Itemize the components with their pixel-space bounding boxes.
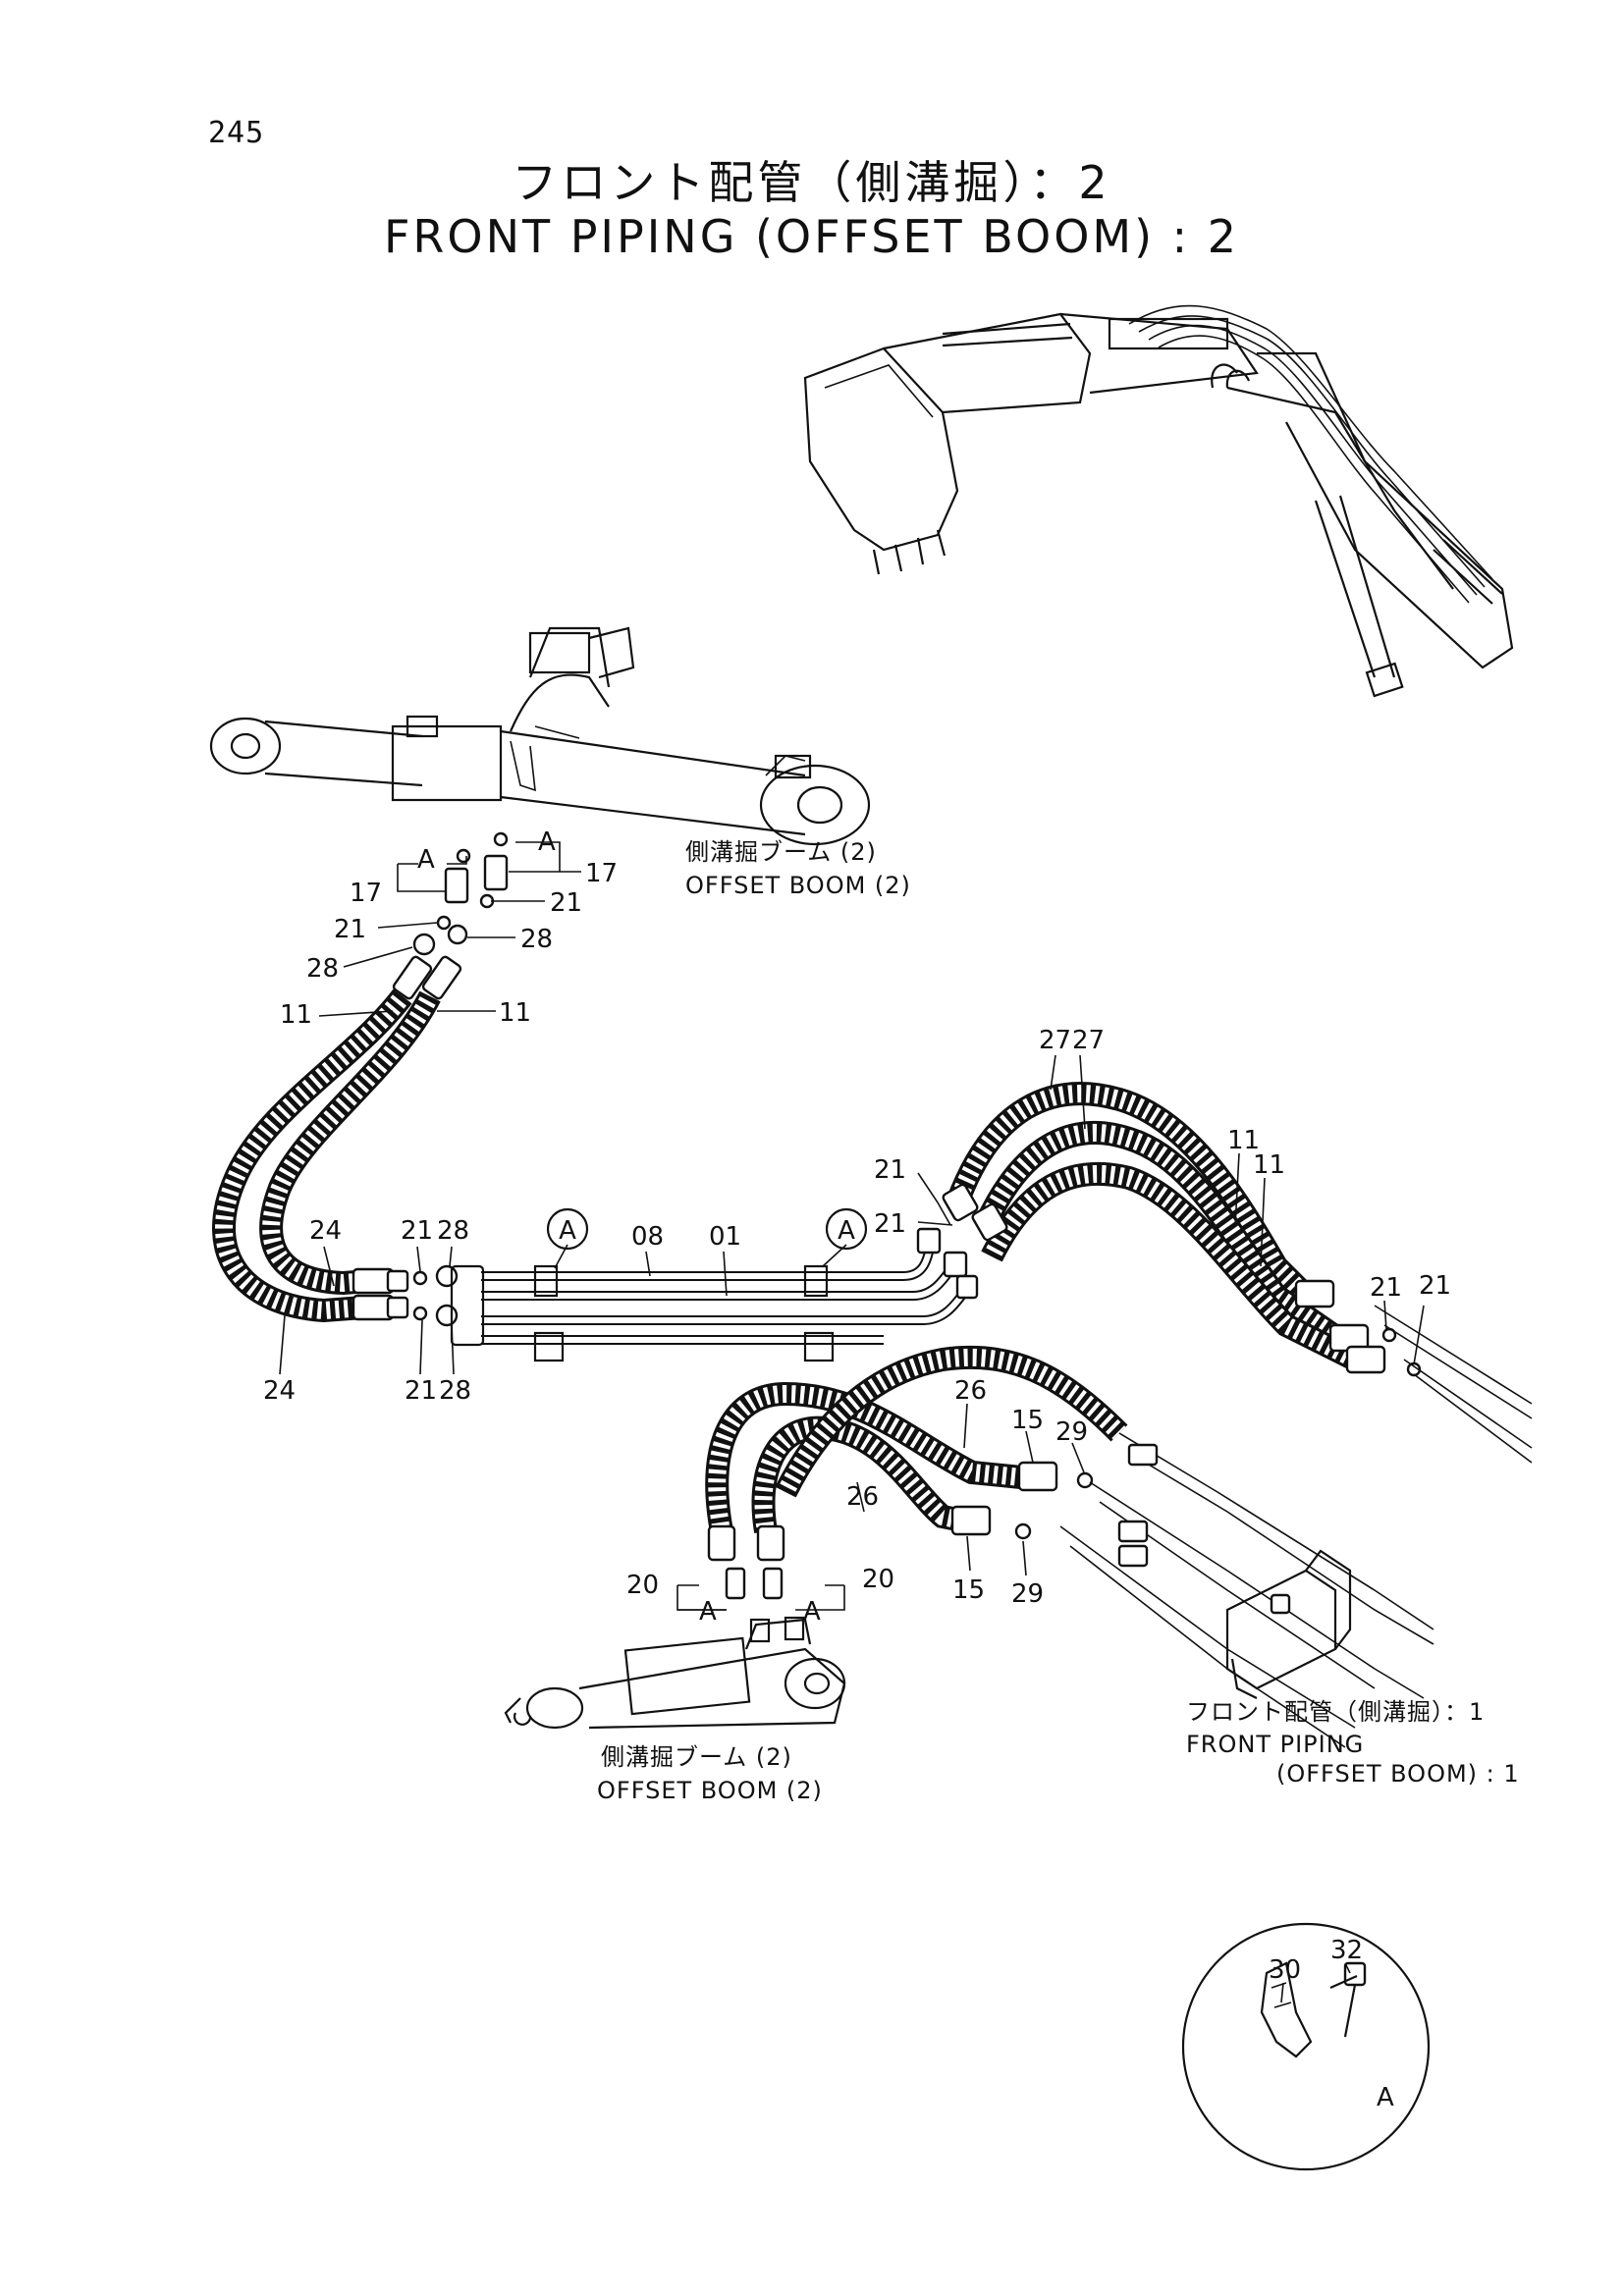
view-marker-left: A [546,1207,589,1251]
part-label-21-far-right-first: 21 [1370,1273,1402,1303]
hose-27-11-right [942,1082,1422,1377]
part-label-21-mid-bottom: 21 [405,1376,437,1406]
detail-view-a [1181,1922,1431,2171]
hose-26-15-middle [705,1345,1128,1600]
caption-upper-cylinder-en: OFFSET BOOM (2) [685,872,911,899]
caption-lower-cylinder-en: OFFSET BOOM (2) [597,1777,823,1804]
view-marker-right-label: A [838,1216,855,1246]
part-label-27-first: 27 [1039,1026,1071,1055]
part-label-21-right-upper: 21 [874,1155,906,1185]
title-japanese: フロント配管（側溝掘）：2 [512,156,1111,209]
part-label-01: 01 [709,1222,741,1252]
part-label-11-right-second: 11 [1253,1150,1285,1180]
page-number: 245 [208,116,265,150]
caption-reference-en-1: FRONT PIPING [1186,1731,1364,1758]
bracket-a-lower-right: A [803,1597,821,1627]
part-label-08: 08 [631,1222,664,1252]
upper-offset-boom-cylinder [209,626,871,846]
right-pipe-bundle [1059,1305,1533,1748]
part-label-27-second: 27 [1072,1026,1105,1055]
excavator-front-overview [803,304,1514,698]
lower-offset-boom-cylinder [504,1616,846,1730]
part-label-28-mid-top: 28 [437,1216,469,1246]
part-label-29-bottom: 29 [1011,1579,1044,1609]
caption-reference-en-2: (OFFSET BOOM) : 1 [1276,1760,1520,1788]
part-label-21-upper-left: 21 [334,915,366,944]
view-marker-left-label: A [559,1216,576,1246]
captions: 側溝掘ブーム (2) OFFSET BOOM (2) 側溝掘ブーム (2) OF… [597,838,1520,1804]
part-label-29-top: 29 [1055,1417,1088,1447]
caption-upper-cylinder-jp: 側溝掘ブーム (2) [685,838,877,866]
part-label-28-mid-bottom: 28 [439,1376,471,1406]
detail-view-a-label: A [1377,2083,1394,2112]
bracket-a-lower-left: A [699,1597,717,1627]
part-label-21-far-right-second: 21 [1419,1271,1451,1301]
part-label-21-upper-right: 21 [550,888,582,918]
part-label-26-bottom: 26 [846,1482,879,1512]
part-label-17-right: 17 [585,859,618,888]
part-label-11-left: 11 [280,1000,312,1030]
title-english: FRONT PIPING (OFFSET BOOM) : 2 [383,210,1240,263]
caption-lower-cylinder-jp: 側溝掘ブーム (2) [601,1743,792,1771]
steel-pipes [450,1227,979,1362]
bracket-a-upper-left: A [417,845,435,875]
part-label-11-right-first: 11 [1227,1126,1260,1155]
part-label-26-top: 26 [954,1376,987,1406]
part-label-24-bottom: 24 [263,1376,296,1406]
part-number-labels: 17 17 21 21 28 28 11 11 24 24 21 28 21 2… [263,859,1451,1985]
part-label-11-right: 11 [499,998,531,1028]
part-label-21-right-lower: 21 [874,1209,906,1239]
part-label-15-bottom: 15 [952,1575,985,1605]
bracket-a-upper-right: A [538,828,556,857]
caption-reference-jp: フロント配管（側溝掘）：1 [1186,1698,1485,1726]
upper-fittings [392,831,509,1000]
hose-11-24-left [212,988,441,1323]
view-marker-right: A [825,1207,868,1251]
part-label-28-upper-left: 28 [306,954,339,984]
part-label-17-left: 17 [350,879,382,908]
part-label-15-top: 15 [1011,1406,1044,1435]
part-label-32: 32 [1330,1936,1363,1965]
part-label-20-left: 20 [626,1571,659,1600]
part-label-21-mid-top: 21 [401,1216,433,1246]
leader-lines [279,841,1425,2003]
part-label-20-right: 20 [862,1565,894,1594]
part-label-28-upper-right: 28 [520,925,553,954]
seals-left [412,1264,459,1327]
part-label-30: 30 [1269,1955,1301,1985]
part-label-24-top: 24 [309,1216,342,1246]
